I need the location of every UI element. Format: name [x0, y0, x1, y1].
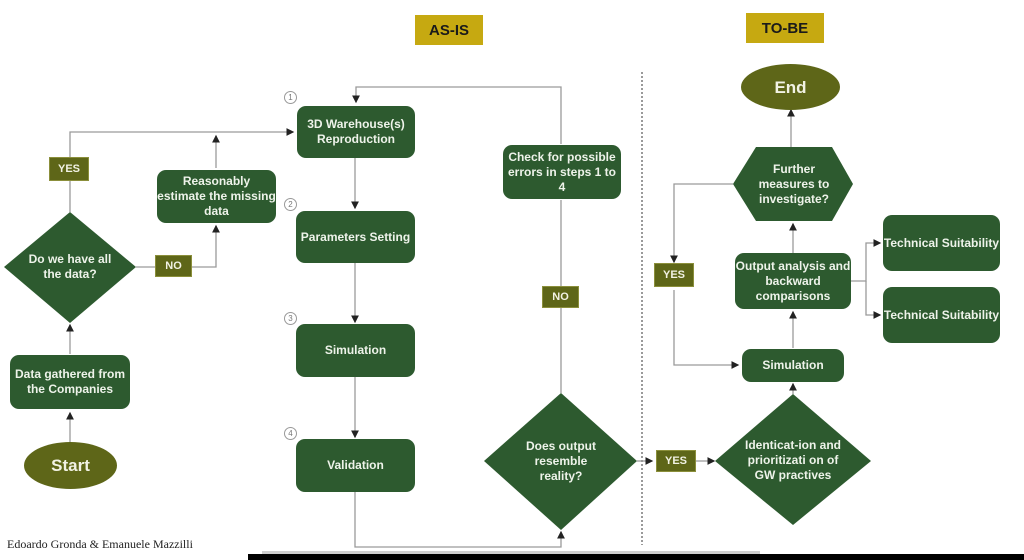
- no-tag-have-data: NO: [155, 255, 192, 277]
- step-number-2: 2: [284, 198, 297, 211]
- have-data-label: Do we have all the data?: [28, 252, 112, 281]
- connector-validation-resemble: [354, 492, 565, 548]
- bottom-gray-strip: [262, 551, 760, 554]
- step-reproduction-box: 3D Warehouse(s) Reproduction: [297, 106, 415, 158]
- yes-tag-further: YES: [654, 263, 694, 287]
- author-credit: Edoardo Gronda & Emanuele Mazzilli: [7, 537, 193, 551]
- hexagon-further: [733, 147, 853, 221]
- step-number-4: 4: [284, 427, 297, 440]
- step-number-1: 1: [284, 91, 297, 104]
- yes-tag-have-data: YES: [49, 157, 89, 181]
- connector-yes-simulation: [673, 290, 740, 369]
- connector-output-technical2: [865, 281, 882, 319]
- step-simulation-box: Simulation: [296, 324, 415, 377]
- technical-suitability-box-1: Technical Suitability: [883, 215, 1000, 271]
- connector-further-yes: [670, 183, 733, 264]
- yes-tag-resemble: YES: [656, 450, 696, 472]
- end-oval: End: [741, 64, 840, 110]
- connector-yes-reproduction: [69, 128, 295, 212]
- simulation-box-to-be: Simulation: [742, 349, 844, 382]
- start-oval: Start: [24, 442, 117, 489]
- check-errors-box: Check for possible errors in steps 1 to …: [503, 145, 621, 199]
- technical-suitability-box-2: Technical Suitability: [883, 287, 1000, 343]
- output-analysis-box: Output analysis and backward comparisons: [735, 253, 851, 309]
- bottom-black-bar: [248, 554, 1024, 560]
- connector-check-reproduction: [352, 86, 562, 144]
- diamond-have-data: [4, 212, 136, 323]
- header-as-is: AS-IS: [415, 15, 483, 45]
- data-gathered-box: Data gathered from the Companies: [10, 355, 130, 409]
- no-tag-resemble: NO: [542, 286, 579, 308]
- step-validation-box: Validation: [296, 439, 415, 492]
- resemble-label: Does output resemble reality?: [526, 438, 596, 483]
- diamond-identification: [715, 394, 871, 525]
- step-parameters-box: Parameters Setting: [296, 211, 415, 263]
- estimate-missing-box: Reasonably estimate the missing data: [157, 170, 276, 223]
- header-to-be: TO-BE: [746, 13, 824, 43]
- further-measures-label: Further measures to investigate?: [758, 161, 830, 206]
- diamond-resemble: [484, 393, 637, 530]
- identification-label: Identicat-ion and prioritizati on of GW …: [745, 437, 841, 482]
- connector-output-technical1: [851, 239, 882, 282]
- step-number-3: 3: [284, 312, 297, 325]
